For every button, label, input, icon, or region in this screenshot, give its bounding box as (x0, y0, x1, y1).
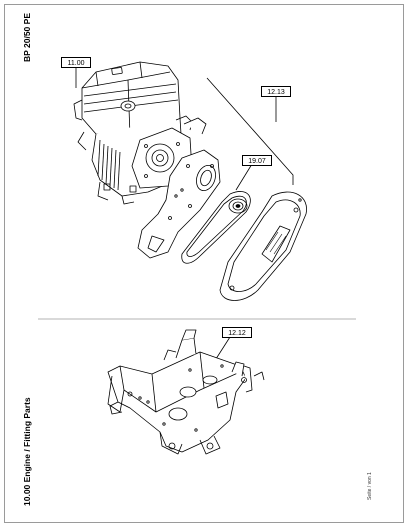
base-frame-drawing (107, 329, 265, 455)
belt-drawing (181, 191, 251, 264)
leader-12-13-bracket (206, 77, 294, 185)
mounting-plate-drawing (137, 149, 221, 259)
callout-12-13: 12.13 (261, 86, 291, 97)
callout-19-07: 19.07 (242, 155, 272, 166)
callout-12-12: 12.12 (222, 327, 252, 338)
callout-11-00: 11.00 (61, 57, 91, 68)
leader-19-07 (235, 163, 253, 191)
page-frame (4, 4, 404, 523)
belt-guard-drawing (219, 191, 307, 301)
